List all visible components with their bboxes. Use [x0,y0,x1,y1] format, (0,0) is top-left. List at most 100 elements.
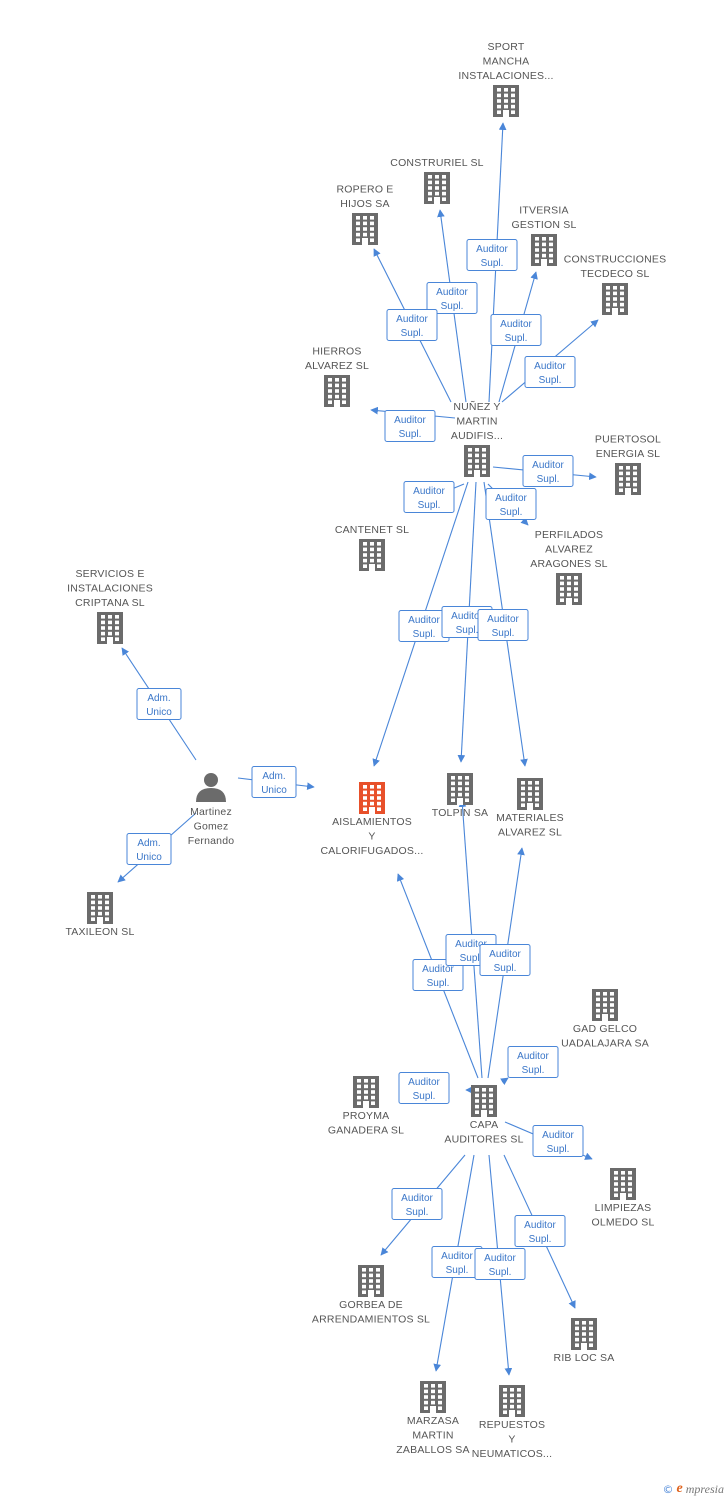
node-repuestos[interactable]: REPUESTOS Y NEUMATICOS... [472,1385,553,1460]
relation-role-text: Supl. [413,629,436,640]
node-label: ALVAREZ SL [305,360,369,372]
node-label: INSTALACIONES [67,583,153,595]
node-label: NUÑEZ Y [453,400,500,413]
node-cantenet[interactable]: CANTENET SL [335,524,409,571]
node-label: CANTENET SL [335,524,409,536]
node-label: GORBEA DE [339,1299,403,1311]
relation-role-text: Auditor [401,1193,433,1204]
building-icon [359,782,385,814]
relation-role-text: Auditor [396,314,428,325]
node-label: INSTALACIONES... [458,70,553,82]
node-label: Gomez [194,821,229,833]
building-icon [471,1085,497,1117]
node-label: Y [368,831,375,843]
relation-badge[interactable]: Adm.Unico [251,766,297,798]
node-label: Martinez [190,806,232,818]
relation-role-text: Supl. [500,507,523,518]
node-label: TOLPIN SA [432,807,488,819]
relation-role-text: Auditor [422,964,454,975]
node-label: MATERIALES [496,812,564,824]
relation-role-text: Supl. [537,474,560,485]
relation-role-text: Auditor [408,615,440,626]
relation-role-text: Auditor [517,1051,549,1062]
node-label: TAXILEON SL [65,926,134,938]
relation-role-text: Auditor [436,287,468,298]
relation-role-text: Supl. [539,375,562,386]
building-icon [87,892,113,924]
node-construriel[interactable]: CONSTRURIEL SL [390,157,484,204]
relation-role-text: Adm. [147,693,170,704]
building-icon [464,445,490,477]
relation-role-text: Adm. [137,838,160,849]
node-label: AUDITORES SL [444,1134,523,1146]
relation-role-text: Auditor [524,1220,556,1231]
building-icon [353,1076,379,1108]
node-label: SPORT [488,41,525,53]
badges-layer: AuditorSupl.AuditorSupl.AuditorSupl.Audi… [126,239,584,1280]
node-ribloc[interactable]: RIB LOC SA [554,1318,615,1364]
node-label: ALVAREZ SL [498,827,562,839]
relation-role-text: Supl. [460,953,483,964]
relation-role-text: Adm. [262,771,285,782]
node-tolpin[interactable]: TOLPIN SA [432,773,488,819]
building-icon [424,172,450,204]
node-nunez[interactable]: NUÑEZ YMARTINAUDIFIS... [451,400,503,477]
node-label: ZABALLOS SA [396,1444,469,1456]
relation-role-text: Auditor [394,415,426,426]
relation-role-text: Auditor [495,493,527,504]
brand-initial: e [676,1481,683,1496]
relation-badge[interactable]: Adm.Unico [136,688,182,720]
building-icon [602,283,628,315]
relation-badge[interactable]: Adm.Unico [126,833,172,865]
node-label: MARTIN [412,1430,453,1442]
node-label: Y [508,1434,515,1446]
relation-role-text: Supl. [446,1265,469,1276]
relation-role-text: Auditor [532,460,564,471]
node-taxileon[interactable]: TAXILEON SL [65,892,134,938]
node-sport[interactable]: SPORTMANCHAINSTALACIONES... [458,41,553,117]
relation-role-text: Auditor [542,1130,574,1141]
node-label: REPUESTOS [479,1419,545,1431]
node-label: ENERGIA SL [596,448,660,460]
node-materiales[interactable]: MATERIALES ALVAREZ SL [496,778,564,839]
building-icon [571,1318,597,1350]
node-aislamientos[interactable]: AISLAMIENTOSYCALORIFUGADOS... [321,782,424,857]
relation-role-text: Supl. [522,1065,545,1076]
node-label: NEUMATICOS... [472,1448,553,1460]
